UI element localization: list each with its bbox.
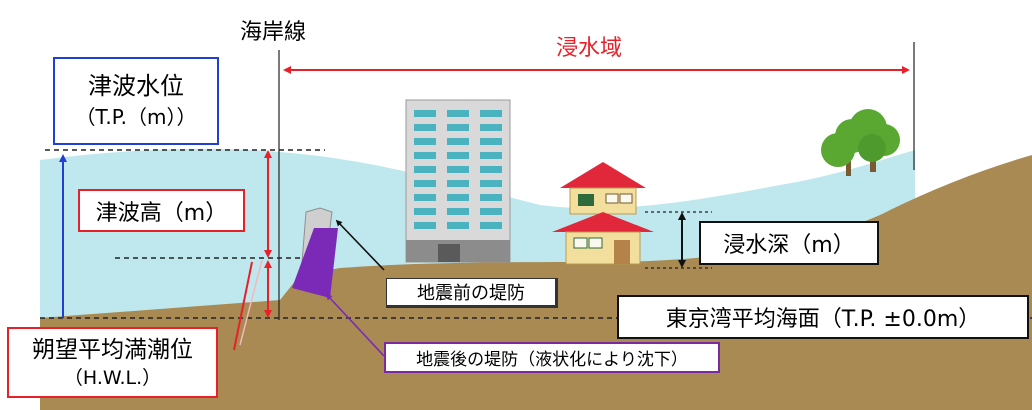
inundation-depth-label: 浸水深（m） (723, 233, 855, 258)
tsunami-height-box: 津波高（m） (78, 189, 245, 232)
levee-before-box: 地震前の堤防 (386, 278, 558, 308)
hwl-label: 朔望平均満潮位 (32, 336, 193, 363)
levee-before-label: 地震前の堤防 (417, 283, 525, 304)
tsunami-level-unit: （T.P.（m）） (75, 105, 197, 129)
tsunami-level-label: 津波水位 (88, 72, 184, 100)
trees (821, 109, 900, 176)
mean-sea-level-box: 東京湾平均海面（T.P. ±0.0m） (617, 295, 1029, 339)
shoreline-label: 海岸線 (240, 20, 307, 45)
tsunami-height-label: 津波高（m） (95, 200, 228, 226)
apartment-building (405, 99, 511, 263)
tsunami-level-box: 津波水位 （T.P.（m）） (53, 57, 219, 145)
hwl-abbrev: （H.W.L.） (63, 366, 162, 389)
house (552, 162, 654, 265)
inundation-area-label: 浸水域 (556, 36, 623, 61)
inundation-depth-box: 浸水深（m） (699, 221, 879, 265)
levee-before-pointer (335, 219, 385, 271)
hwl-box: 朔望平均満潮位 （H.W.L.） (7, 327, 218, 398)
mean-sea-level-label: 東京湾平均海面（T.P. ±0.0m） (665, 307, 981, 332)
levee-after-pointer (325, 293, 385, 357)
levee-after-box: 地震後の堤防（液状化により沈下） (384, 342, 720, 373)
hwl-pointer-2 (239, 259, 263, 346)
hwl-pointer (233, 261, 253, 351)
levee-after-shape (292, 228, 338, 298)
levee-after-label: 地震後の堤防（液状化により沈下） (416, 350, 688, 370)
